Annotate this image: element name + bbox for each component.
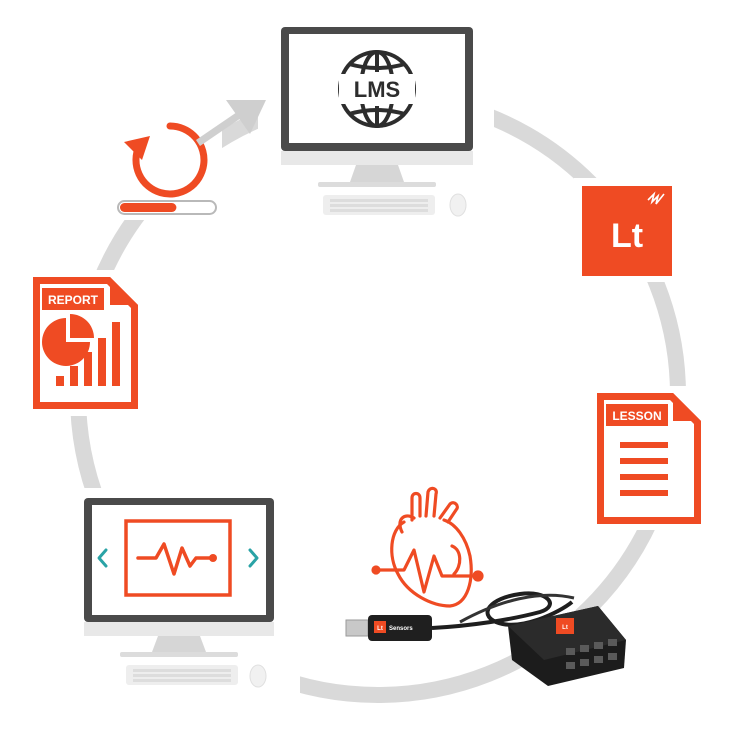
lesson-document: LESSON: [588, 386, 706, 530]
lms-computer: LMS: [258, 10, 494, 217]
signal-waves-icon: [647, 191, 665, 205]
brand-label: Lt: [611, 217, 643, 255]
lms-monitor-bezel: [281, 151, 473, 165]
arrow-icon: [196, 100, 266, 146]
usb-plug-metal: [345, 619, 369, 637]
lesson-label: LESSON: [612, 409, 661, 423]
player-keyboard-keys: [133, 669, 231, 682]
lms-mouse: [449, 193, 467, 217]
pie-chart-icon: [42, 314, 94, 366]
report-document: REPORT: [24, 270, 146, 416]
lms-keyboard-keys: [330, 199, 428, 212]
usb-logo-label: Lt: [377, 626, 383, 632]
player-monitor-bezel: [84, 622, 274, 636]
hub-logo: [556, 618, 574, 634]
sensor-device: Lt Sensors Lt: [345, 591, 626, 686]
lesson-fold: [673, 393, 701, 421]
chevron-right-icon[interactable]: [248, 548, 259, 568]
player-stand-base: [120, 652, 238, 657]
usb-sub-label: Sensors: [389, 626, 413, 632]
player-waveform-frame: [124, 519, 232, 597]
lms-stand-base: [318, 182, 436, 187]
lesson-text-lines: [620, 442, 668, 496]
hub-ports: [566, 639, 617, 669]
lms-stand: [350, 165, 404, 182]
heart-rate-icon: [136, 542, 214, 576]
report-label: REPORT: [48, 293, 99, 307]
brand-tile: Lt: [574, 178, 682, 282]
report-fold: [110, 277, 138, 305]
refresh-icon: [124, 122, 208, 198]
usb-logo: [374, 621, 386, 633]
heart-anatomy-icon: [371, 486, 484, 608]
player-mouse: [249, 664, 267, 688]
progress-fill: [120, 203, 177, 212]
sync-group: [112, 112, 222, 220]
bar-chart-icon: [56, 322, 120, 386]
hub-logo-label: Lt: [562, 625, 568, 631]
player-computer: [60, 488, 300, 694]
chevron-left-icon[interactable]: [97, 548, 108, 568]
player-stand: [152, 636, 206, 652]
lms-label: LMS: [354, 77, 400, 102]
